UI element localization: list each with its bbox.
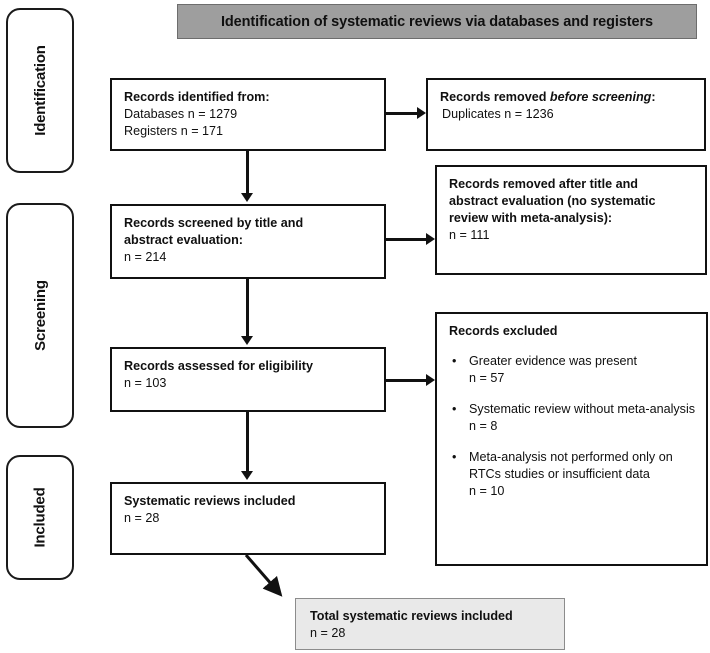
box-records-excluded: Records excluded • Greater evidence was …: [435, 312, 708, 566]
stage-label-included-text: Included: [31, 487, 49, 548]
box-records-screened: Records screened by title and abstract e…: [110, 204, 386, 279]
box-records-excluded-item-2-text: Systematic review without meta-analysis: [469, 401, 696, 416]
connector-included-to-total: [244, 554, 283, 597]
bullet-icon: •: [452, 353, 457, 368]
box-records-assessed-eligibility: Records assessed for eligibility n = 103: [110, 347, 386, 412]
box-records-assessed-eligibility-count: n = 103: [124, 375, 167, 390]
stage-label-screening: Screening: [6, 203, 74, 428]
bullet-icon: •: [452, 449, 457, 464]
box-records-identified-databases: Databases n = 1279: [124, 106, 238, 121]
bullet-icon: •: [452, 401, 457, 416]
box-records-excluded-item-1: • Greater evidence was present n = 57: [449, 353, 696, 387]
connector-eligibility-to-included: [246, 412, 249, 473]
box-records-excluded-item-3-text: Meta-analysis not performed only on RTCs…: [469, 449, 673, 481]
box-records-excluded-title: Records excluded: [449, 324, 558, 338]
box-records-screened-title-line2: abstract evaluation:: [124, 232, 243, 247]
arrowhead-identified-to-screened: [241, 193, 253, 202]
box-records-screened-count: n = 214: [124, 249, 167, 264]
box-records-removed-before-duplicates: Duplicates n = 1236: [442, 106, 554, 121]
box-records-assessed-eligibility-title: Records assessed for eligibility: [124, 359, 313, 373]
box-records-removed-after-title-line3: review with meta-analysis):: [449, 210, 613, 225]
box-records-identified: Records identified from: Databases n = 1…: [110, 78, 386, 151]
box-records-removed-before-title-a: Records removed: [440, 90, 550, 104]
arrowhead-screened-to-removed-after: [426, 233, 435, 245]
box-total-title: Total systematic reviews included: [310, 609, 513, 623]
box-records-removed-after-count: n = 111: [449, 227, 490, 242]
connector-eligibility-to-excluded: [386, 379, 428, 382]
box-systematic-reviews-included-count: n = 28: [124, 510, 160, 525]
box-records-removed-before-title: Records removed before screening:: [440, 89, 694, 106]
connector-screened-to-removed-after: [386, 238, 428, 241]
diagram-title: Identification of systematic reviews via…: [221, 13, 653, 30]
box-records-screened-title-line1: Records screened by title and: [124, 216, 304, 230]
box-records-excluded-item-2-count: n = 8: [469, 418, 498, 433]
box-records-excluded-item-3-count: n = 10: [469, 483, 505, 498]
stage-label-included: Included: [6, 455, 74, 580]
box-records-removed-after-title-line2: abstract evaluation (no systematic: [449, 193, 656, 208]
box-records-excluded-item-3: • Meta-analysis not performed only on RT…: [449, 449, 696, 500]
box-records-identified-registers: Registers n = 171: [124, 123, 224, 138]
box-records-removed-before-screening: Records removed before screening: Duplic…: [426, 78, 706, 151]
connector-identified-to-screened: [246, 151, 249, 195]
box-records-excluded-item-1-count: n = 57: [469, 370, 505, 385]
box-records-removed-after-screening: Records removed after title and abstract…: [435, 165, 707, 275]
box-total-systematic-reviews-included: Total systematic reviews included n = 28: [295, 598, 565, 650]
box-records-removed-before-title-b: before screening: [549, 90, 652, 104]
box-records-excluded-item-2: • Systematic review without meta-analysi…: [449, 401, 696, 435]
stage-label-screening-text: Screening: [31, 280, 49, 351]
arrowhead-eligibility-to-included: [241, 471, 253, 480]
box-systematic-reviews-included: Systematic reviews included n = 28: [110, 482, 386, 555]
box-records-identified-title: Records identified from:: [124, 90, 270, 104]
stage-label-identification-text: Identification: [31, 45, 49, 136]
connector-screened-to-eligibility: [246, 279, 249, 338]
arrowhead-screened-to-eligibility: [241, 336, 253, 345]
box-systematic-reviews-included-title: Systematic reviews included: [124, 494, 296, 508]
stage-label-identification: Identification: [6, 8, 74, 173]
box-records-excluded-item-1-text: Greater evidence was present: [469, 353, 638, 368]
connector-identified-to-removed-before: [386, 112, 419, 115]
arrowhead-eligibility-to-excluded: [426, 374, 435, 386]
arrowhead-identified-to-removed-before: [417, 107, 426, 119]
diagram-header-banner: Identification of systematic reviews via…: [177, 4, 697, 39]
box-total-count: n = 28: [310, 625, 346, 640]
box-records-removed-before-title-c: :: [651, 90, 656, 104]
box-records-removed-after-title-line1: Records removed after title and: [449, 177, 638, 191]
